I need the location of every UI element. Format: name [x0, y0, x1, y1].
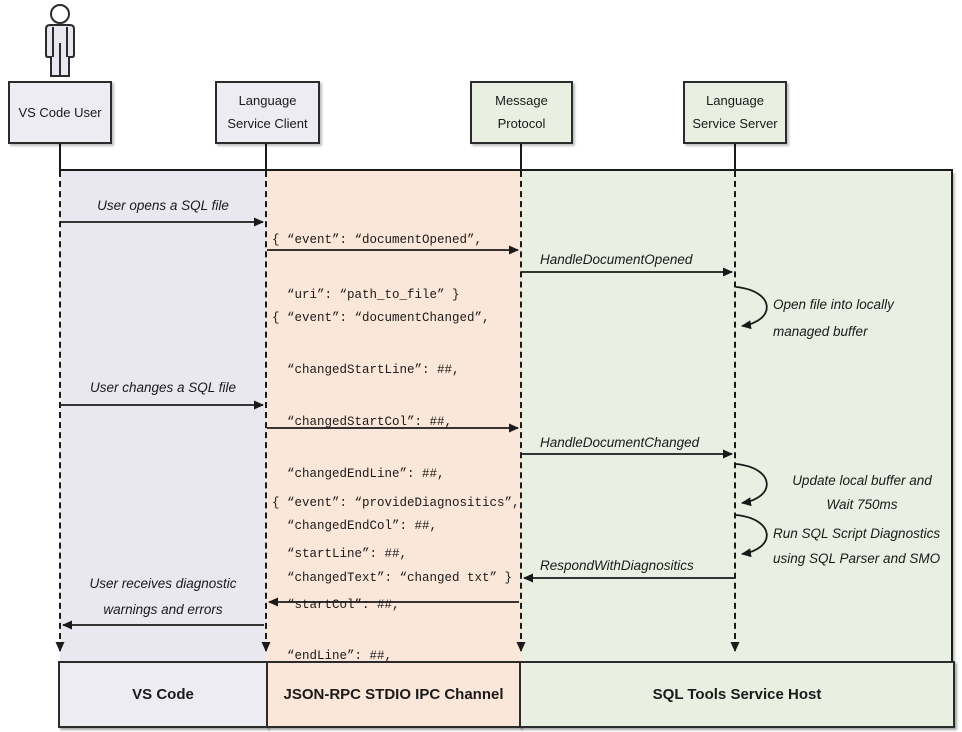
note-line: Run SQL Script Diagnostics — [773, 526, 941, 541]
lane-top-border — [59, 169, 953, 171]
lifeline-server — [734, 171, 736, 649]
lane-right-border — [951, 169, 953, 661]
note-line: Open file into locally — [773, 297, 894, 312]
lane-label: JSON-RPC STDIO IPC Channel — [283, 686, 504, 703]
note-open-file-buffer: Open file into locally managed buffer — [773, 291, 951, 345]
actor-label: Service Client — [227, 116, 308, 131]
lane-box-service-host: SQL Tools Service Host — [519, 661, 955, 728]
lane-box-vscode: VS Code — [58, 661, 268, 728]
message-label-user-changes: User changes a SQL file — [89, 380, 237, 395]
lane-vscode — [60, 171, 266, 661]
actor-box-vscode-user: VS Code User — [8, 81, 112, 144]
note-line: managed buffer — [773, 324, 868, 339]
payload-line: “changedText”: “changed txt” } — [272, 571, 513, 585]
lane-service-host — [521, 171, 953, 661]
label-line: User receives diagnostic — [89, 576, 237, 591]
message-label-respond-with-diagnostics: RespondWithDiagnositics — [540, 558, 694, 573]
actor-box-message-protocol: Message Protocol — [470, 81, 573, 144]
message-label-user-opens: User opens a SQL file — [97, 198, 229, 213]
actor-label: Language — [238, 93, 297, 108]
lane-label: VS Code — [132, 686, 194, 703]
lane-ipc-channel — [266, 171, 521, 661]
lane-box-ipc-channel: JSON-RPC STDIO IPC Channel — [266, 661, 521, 728]
payload-line: “startLine”: ##, — [272, 547, 408, 561]
lifeline-stub-client — [265, 144, 267, 171]
message-label-handle-document-opened: HandleDocumentOpened — [540, 252, 693, 267]
note-line: Update local buffer and — [792, 473, 932, 488]
note-run-diagnostics: Run SQL Script Diagnostics using SQL Par… — [773, 521, 951, 571]
note-line: using SQL Parser and SMO — [773, 551, 941, 566]
actor-box-language-service-client: Language Service Client — [215, 81, 320, 144]
payload-line: “changedStartCol”: ##, — [272, 415, 453, 429]
payload-line: “changedStartLine”: ##, — [272, 363, 460, 377]
person-icon — [45, 4, 75, 77]
payload-line: “changedEndLine”: ##, — [272, 467, 445, 481]
actor-label: Message — [495, 93, 548, 108]
actor-label: Protocol — [497, 116, 546, 131]
actor-label: VS Code User — [18, 104, 102, 120]
payload-line: { “event”: “documentOpened”, — [272, 233, 483, 247]
payload-line: { “event”: “documentChanged”, — [272, 311, 490, 325]
payload-line: { “event”: “provideDiagnositics”, — [272, 496, 520, 510]
lifeline-client — [265, 171, 267, 649]
lifeline-stub-protocol — [520, 144, 522, 171]
lifeline-stub-user — [59, 144, 61, 171]
payload-document-changed: { “event”: “documentChanged”, “changedSt… — [272, 278, 512, 618]
lifeline-stub-server — [734, 144, 736, 171]
label-line: warnings and errors — [103, 602, 223, 617]
payload-line: “endLine”: ##, — [272, 649, 393, 663]
note-update-buffer-wait: Update local buffer and Wait 750ms — [773, 469, 951, 517]
lifeline-protocol — [520, 171, 522, 649]
payload-line: “uri”: “path_to_file” } — [272, 288, 460, 302]
message-label-user-receives: User receives diagnostic warnings and er… — [60, 571, 266, 623]
actor-label: Language — [706, 93, 764, 108]
actor-label: Service Server — [692, 116, 778, 131]
lane-label: SQL Tools Service Host — [652, 686, 822, 703]
payload-line: “startCol”: ##, — [272, 598, 400, 612]
actor-box-language-service-server: Language Service Server — [683, 81, 787, 144]
payload-line: “changedEndCol”: ##, — [272, 519, 438, 533]
message-label-handle-document-changed: HandleDocumentChanged — [540, 435, 700, 450]
note-line: Wait 750ms — [826, 497, 898, 512]
lifeline-user — [59, 171, 61, 649]
payload-document-opened: { “event”: “documentOpened”, “uri”: “pat… — [272, 199, 482, 337]
